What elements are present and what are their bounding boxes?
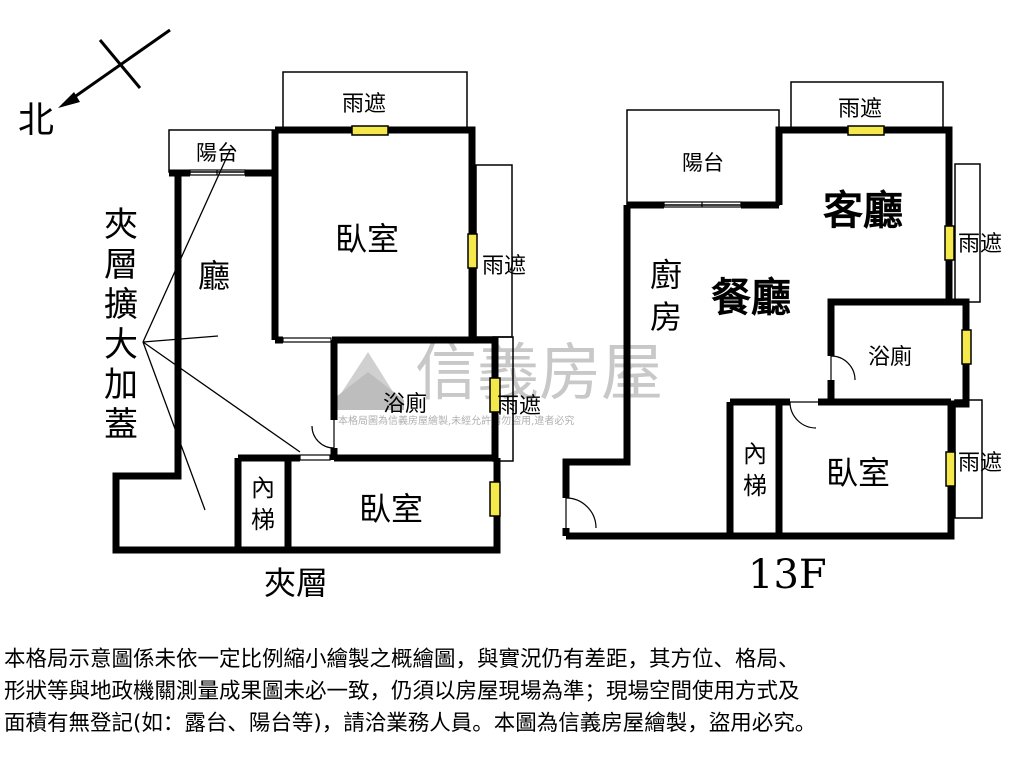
note-char: 擴	[104, 285, 138, 325]
disclaimer-line: 形狀等與地政機關測量成果圖未必一致，仍須以房屋現場為準；現場空間使用方式及	[4, 679, 800, 704]
note-char: 蓋	[104, 405, 138, 445]
floor-plan-diagram: 北 信義房屋 本格局圖為信義房屋繪製,未經允許請勿盜用,違者必究	[18, 28, 1002, 602]
mezz-bedroom-1-label: 臥室	[335, 220, 399, 258]
f13-canopy-top-label: 雨遮	[838, 97, 882, 122]
f13-canopy-right-label-2: 雨遮	[958, 451, 1002, 476]
f13-kitchen-label: 廚	[650, 256, 682, 294]
mezzanine-expansion-note: 夾 層 擴 大 加 蓋	[104, 205, 138, 445]
mezz-canopy-right-label-2: 雨遮	[497, 394, 541, 419]
mezzanine-caption: 夾層	[264, 564, 328, 602]
disclaimer-line: 本格局示意圖係未依一定比例縮小繪製之概繪圖，與實況仍有差距，其方位、格局、	[4, 647, 800, 672]
f13-canopy-right-label: 雨遮	[958, 232, 1002, 257]
f13-living-label: 客廳	[823, 187, 903, 234]
f13-kitchen-label-2: 房	[650, 298, 682, 336]
watermark: 信義房屋 本格局圖為信義房屋繪製,未經允許請勿盜用,違者必究	[332, 336, 663, 427]
note-char: 大	[104, 325, 138, 365]
note-char: 加	[104, 365, 138, 405]
f13-bedroom-label: 臥室	[826, 454, 890, 492]
mezzanine-plan: 夾 層 擴 大 加 蓋 陽台 雨遮 雨遮 雨遮 廳 臥室 浴廁 內 梯 臥室 夾…	[104, 71, 541, 602]
f13-stair-label: 內	[743, 440, 767, 468]
mezz-stair-label-2: 梯	[251, 506, 275, 534]
north-arrow: 北	[18, 28, 171, 141]
note-char: 夾	[104, 205, 138, 245]
f13-balcony-label: 陽台	[682, 151, 724, 175]
f13-dining-label: 餐廳	[711, 274, 791, 321]
mezz-living-label: 廳	[198, 257, 230, 295]
mezz-canopy-right-label: 雨遮	[482, 254, 526, 279]
floor13-caption: 13F	[748, 552, 827, 598]
floor13-plan: 陽台 雨遮 雨遮 雨遮 客廳 餐廳 廚 房 浴廁 內 梯 臥室 13F	[562, 81, 1002, 598]
mezz-stair-label: 內	[251, 474, 275, 502]
mezz-balcony-label: 陽台	[196, 141, 238, 165]
disclaimer-line: 面積有無登記(如：露台、陽台等)，請洽業務人員。本圖為信義房屋繪製，盜用必究。	[4, 711, 817, 736]
f13-bath-label: 浴廁	[868, 345, 912, 370]
watermark-fine-print: 本格局圖為信義房屋繪製,未經允許請勿盜用,違者必究	[338, 414, 574, 427]
disclaimer: 本格局示意圖係未依一定比例縮小繪製之概繪圖，與實況仍有差距，其方位、格局、 形狀…	[4, 644, 1020, 740]
mezz-bedroom-2-label: 臥室	[359, 490, 423, 528]
mezz-canopy-top-label: 雨遮	[342, 92, 386, 117]
north-label: 北	[18, 100, 54, 141]
note-char: 層	[104, 245, 138, 285]
mezz-bath-label: 浴廁	[383, 392, 427, 417]
f13-stair-label-2: 梯	[743, 472, 767, 500]
watermark-brand: 信義房屋	[415, 336, 663, 409]
